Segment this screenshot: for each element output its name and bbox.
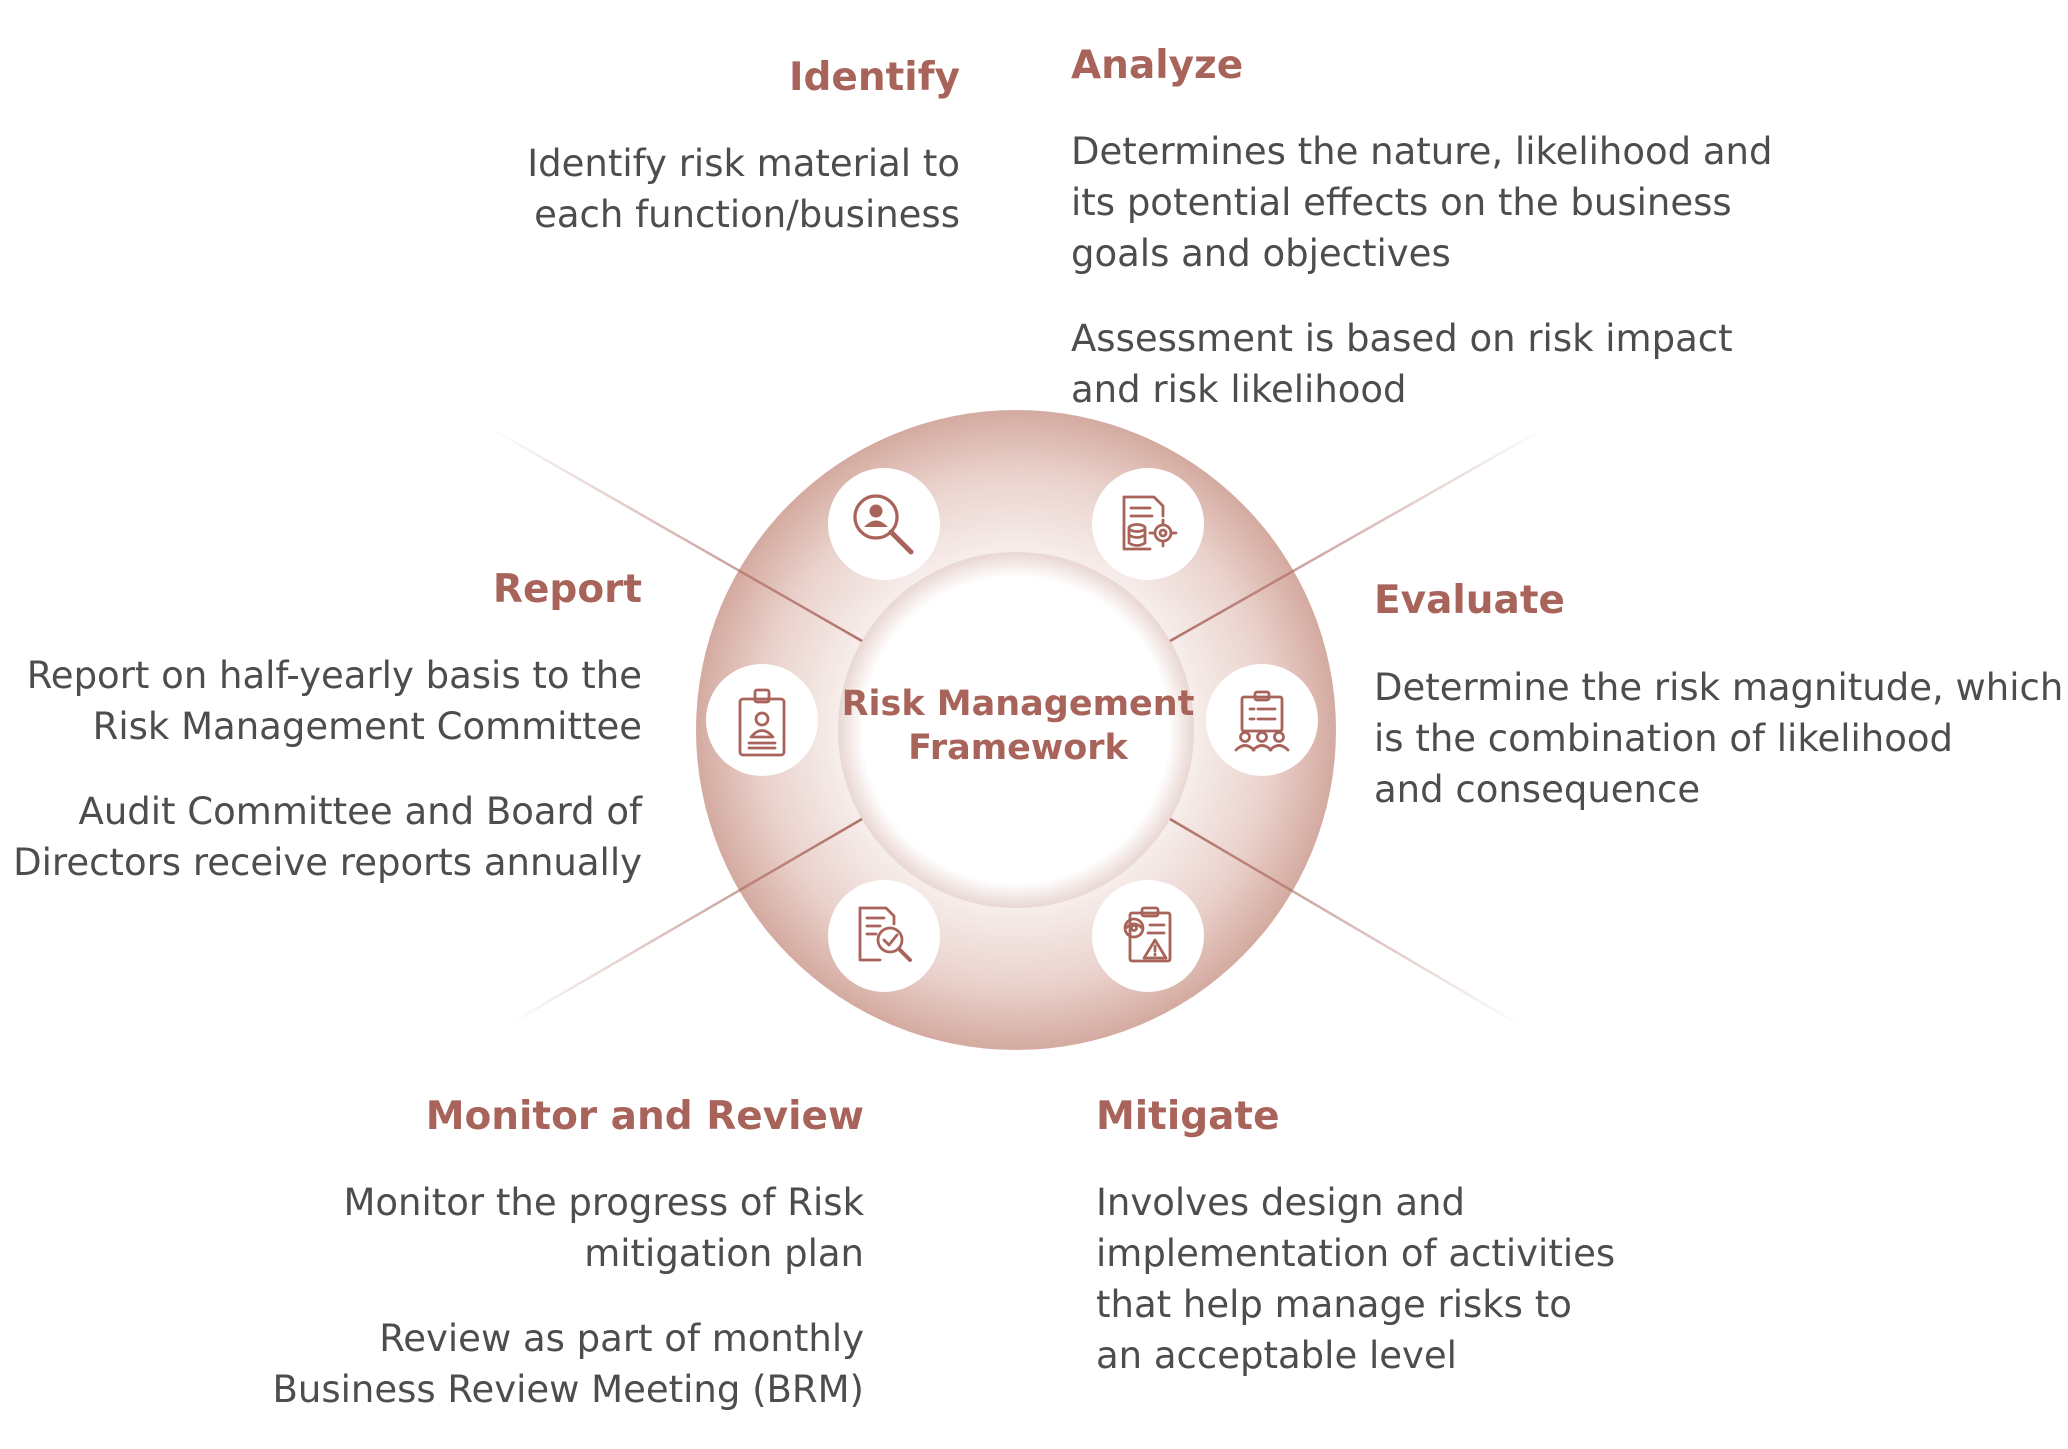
identify-paragraph: Identify risk material to each function/… (527, 142, 960, 236)
identify-description: Identify risk material to each function/… (360, 138, 960, 274)
id-badge-icon (706, 664, 818, 776)
monitor-review-description: Monitor the progress of Risk mitigation … (244, 1177, 864, 1449)
mitigate-description: Involves design and implementation of ac… (1096, 1177, 1716, 1415)
divider-upper-left (489, 426, 863, 643)
center-label-line2: Framework (908, 728, 1128, 768)
monitor-review-paragraph-2: Review as part of monthly Business Revie… (272, 1317, 864, 1411)
evaluate-description: Determine the risk magnitude, which is t… (1374, 662, 2064, 849)
framework-center-label: Risk Management Framework (840, 682, 1196, 770)
evaluate-paragraph: Determine the risk magnitude, which is t… (1374, 666, 2064, 811)
identify-title: Identify (788, 55, 960, 100)
mitigate-title: Mitigate (1096, 1094, 1280, 1139)
analyze-description: Determines the nature, likelihood and it… (1071, 126, 1831, 449)
report-description: Report on half-yearly basis to the Risk … (2, 650, 642, 922)
document-settings-icon (1092, 468, 1204, 580)
framework-center-disc (838, 552, 1194, 908)
divider-upper-right (1169, 426, 1546, 643)
clipboard-team-icon (1206, 664, 1318, 776)
evaluate-title: Evaluate (1374, 578, 1565, 623)
document-check-icon (828, 880, 940, 992)
mitigate-paragraph: Involves design and implementation of ac… (1096, 1181, 1616, 1377)
divider-lower-left (507, 817, 863, 1027)
report-paragraph-2: Audit Committee and Board of Directors r… (13, 790, 642, 884)
analyze-paragraph-2: Assessment is based on risk impact and r… (1071, 317, 1733, 411)
monitor-review-title: Monitor and Review (425, 1094, 864, 1139)
report-title: Report (492, 567, 642, 612)
person-search-icon (828, 468, 940, 580)
monitor-review-paragraph-1: Monitor the progress of Risk mitigation … (343, 1181, 865, 1275)
analyze-title: Analyze (1071, 43, 1244, 88)
center-label-line1: Risk Management (841, 684, 1195, 724)
analyze-paragraph-1: Determines the nature, likelihood and it… (1071, 130, 1773, 275)
report-paragraph-1: Report on half-yearly basis to the Risk … (26, 654, 642, 748)
clipboard-warning-icon (1092, 880, 1204, 992)
divider-lower-right (1169, 817, 1521, 1027)
